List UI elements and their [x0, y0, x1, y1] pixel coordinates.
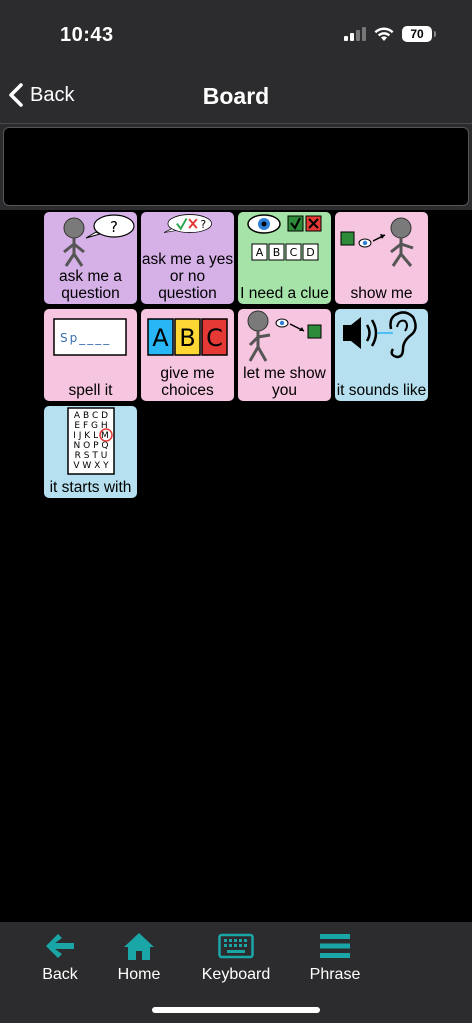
board-grid: ? ask me a question ? ask me a yes or no… — [0, 210, 472, 922]
tile-ask-me-a-yes-or-no-question[interactable]: ? ask me a yes or no question — [141, 212, 234, 304]
clue-letter: D — [306, 246, 314, 259]
eye-chart-row: N O P Q — [74, 441, 109, 451]
tile-i-need-a-clue[interactable]: A B C D I need a clue — [238, 212, 331, 304]
wifi-icon — [374, 26, 394, 41]
tile-label: give me choices — [160, 365, 215, 399]
spell-text: Sp____ — [60, 331, 111, 345]
nav-back-button[interactable]: Back — [8, 82, 74, 108]
home-indicator[interactable] — [152, 1007, 320, 1013]
keyboard-icon — [218, 933, 254, 959]
show-me-icon — [340, 217, 414, 267]
svg-text:?: ? — [110, 218, 118, 236]
tab-home-label: Home — [117, 966, 161, 983]
chevron-left-icon — [9, 83, 23, 107]
tab-phrase[interactable]: Phrase — [290, 930, 380, 992]
tab-keyboard[interactable]: Keyboard — [191, 930, 281, 992]
tile-it-starts-with[interactable]: A B C D E F G H I J K L M N O P Q R S T … — [44, 406, 137, 498]
eye-clue-icon: A B C D — [247, 214, 322, 261]
tile-label: I need a clue — [240, 285, 329, 302]
tile-it-sounds-like[interactable]: it sounds like — [335, 309, 428, 401]
person-question-icon: ? — [63, 214, 135, 267]
speaker-ear-icon — [343, 311, 417, 359]
clue-letter: C — [290, 246, 298, 259]
tile-ask-me-a-question[interactable]: ? ask me a question — [44, 212, 137, 304]
eye-chart-row: E F G H — [74, 421, 107, 431]
tile-label: it sounds like — [336, 382, 427, 399]
yes-no-question-icon: ? — [163, 214, 212, 233]
tile-give-me-choices[interactable]: A B C give me choices — [141, 309, 234, 401]
clue-letter: B — [273, 246, 281, 259]
battery-indicator: 70 — [402, 26, 436, 42]
tile-label: ask me a yes or no question — [141, 251, 234, 302]
arrow-left-icon — [46, 934, 74, 958]
menu-lines-icon — [320, 934, 350, 958]
eye-chart-row: I J K L M — [73, 431, 108, 441]
eye-chart-row: R S T U — [75, 451, 108, 461]
bottom-tab-bar: Back Home Keyboard Phrase — [0, 922, 472, 1023]
tab-home[interactable]: Home — [94, 930, 184, 992]
phrase-panel — [0, 124, 472, 210]
status-bar: 10:43 70 — [0, 0, 472, 70]
eye-chart-row: V W X Y — [73, 461, 109, 471]
choice-letter: A — [152, 324, 169, 352]
tile-label: it starts with — [49, 479, 132, 496]
status-time: 10:43 — [60, 24, 114, 46]
tab-back[interactable]: Back — [15, 930, 105, 992]
clue-letter: A — [256, 246, 264, 259]
phrase-bar[interactable] — [3, 127, 469, 206]
eye-chart-icon: A B C D E F G H I J K L M N O P Q R S T … — [67, 407, 115, 475]
svg-text:?: ? — [200, 218, 206, 231]
nav-back-label: Back — [30, 83, 75, 106]
tile-spell-it[interactable]: Sp____ spell it — [44, 309, 137, 401]
tile-let-me-show-you[interactable]: let me show you — [238, 309, 331, 401]
spell-card-icon: Sp____ — [53, 318, 127, 356]
let-me-show-icon — [247, 310, 322, 362]
signal-icon — [344, 27, 366, 41]
tab-keyboard-label: Keyboard — [201, 966, 271, 983]
home-icon — [124, 933, 154, 960]
tile-label: show me — [350, 285, 413, 302]
tab-back-label: Back — [42, 966, 78, 983]
tab-phrase-label: Phrase — [309, 966, 361, 983]
status-icons: 70 — [344, 26, 436, 42]
choice-letter: C — [206, 324, 223, 352]
choice-letter: B — [179, 324, 195, 352]
navigation-bar: Back Board — [0, 70, 472, 124]
eye-chart-row: A B C D — [74, 411, 108, 421]
tile-label: ask me a question — [59, 268, 122, 302]
tile-label: let me show you — [243, 365, 326, 399]
tile-show-me[interactable]: show me — [335, 212, 428, 304]
abc-choices-icon: A B C — [147, 318, 228, 356]
tile-label: spell it — [68, 382, 113, 399]
